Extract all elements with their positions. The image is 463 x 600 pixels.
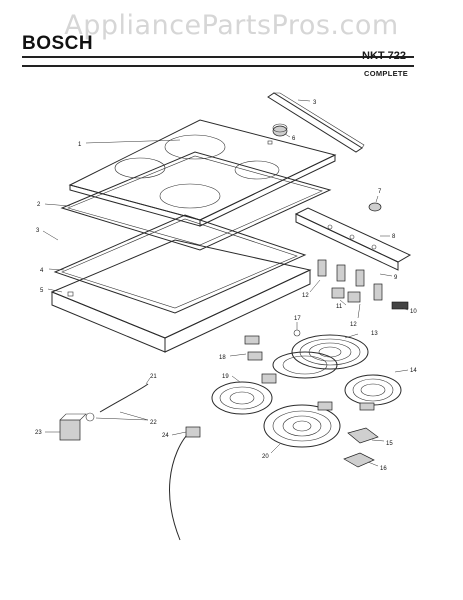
callout: 15 [386,441,393,447]
junction-box-part[interactable] [59,413,87,441]
callout: 3 [36,228,40,234]
callout: 14 [410,368,417,374]
callout: 23 [35,430,42,436]
diagram-subtitle: COMPLETE [364,69,409,78]
callout: 3 [313,100,317,106]
trim-strip-part[interactable] [267,92,365,153]
knob-part[interactable] [272,123,288,137]
callout: 9 [394,275,398,281]
radiant-burner-part[interactable] [272,334,369,379]
callout: 18 [219,355,226,361]
callout: 2 [37,202,41,208]
clip-part[interactable] [244,335,263,361]
callout: 8 [392,234,396,240]
callout: 5 [40,288,44,294]
callouts: 1 2 3 3 4 5 6 7 8 9 10 11 12 12 13 14 15… [35,99,417,472]
callout: 24 [162,433,169,439]
brand-logo: BOSCH [22,33,94,54]
callout: 10 [410,309,417,315]
callout: 20 [262,454,269,460]
switch-part[interactable] [317,259,383,301]
housing-part[interactable] [50,239,312,353]
callout: 12 [302,293,309,299]
bracket-part[interactable] [343,452,375,468]
hose-part[interactable] [85,383,149,422]
knob-part[interactable] [368,202,382,212]
callout: 12 [350,322,357,328]
power-cord-part[interactable] [169,426,201,541]
relay-part[interactable] [331,287,361,303]
callout: 1 [78,142,82,148]
watermark: AppliancePartsPros.com [64,10,399,41]
control-panel-part[interactable] [294,207,412,271]
gasket-part[interactable] [60,151,332,251]
frame-part[interactable] [53,214,307,314]
callout: 13 [371,331,378,337]
header-rule-top [22,56,414,58]
header-rule-bottom [22,65,414,67]
callout: 17 [294,316,301,322]
callout: 4 [40,268,44,274]
sensor-part[interactable] [293,329,301,337]
limiter-part[interactable] [347,427,379,444]
callout: 22 [150,420,157,426]
terminal-block-part[interactable] [391,301,409,310]
radiant-burner-part[interactable] [263,401,341,448]
callout: 6 [292,136,296,142]
callout: 16 [380,466,387,472]
radiant-burner-part[interactable] [211,373,277,415]
callout: 19 [222,374,229,380]
callout: 7 [378,189,382,195]
model-number: NKT 722 [362,50,407,62]
callout: 11 [336,304,343,310]
callout: 21 [150,374,157,380]
radiant-burner-part[interactable] [344,374,402,411]
